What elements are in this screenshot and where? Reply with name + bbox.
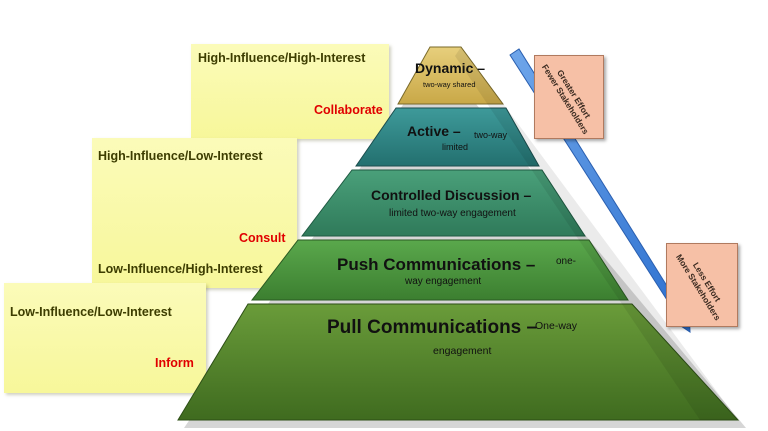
group-label-low-high: Low-Influence/High-Interest (98, 262, 263, 276)
tier-controlled (300, 169, 586, 237)
tier-title-pull: Pull Communications – (327, 317, 538, 338)
note-less-effort-text: Less Effort More Stakeholders (674, 248, 731, 323)
tier-push (250, 239, 629, 301)
sticky-high-high (191, 44, 389, 139)
group-label-low-low: Low-Influence/Low-Interest (10, 305, 172, 319)
action-label-collaborate: Collaborate (314, 103, 383, 117)
tier-desc-pull-a: One-way (535, 320, 578, 332)
tier-title-active: Active – (407, 123, 461, 139)
tier-desc-dynamic: two-way shared (423, 80, 476, 89)
action-label-consult: Consult (239, 231, 286, 245)
action-label-inform: Inform (155, 356, 194, 370)
note-greater-effort-text: Greater Effort Fewer Stakeholders (539, 58, 598, 136)
tier-title-controlled: Controlled Discussion – (371, 187, 532, 203)
tier-dynamic (397, 46, 504, 105)
tier-desc-controlled: limited two-way engagement (389, 208, 516, 219)
tier-desc-push-b: way engagement (405, 276, 482, 287)
tier-active (355, 107, 540, 167)
note-greater-effort: Greater Effort Fewer Stakeholders (534, 55, 604, 139)
group-label-high-low: High-Influence/Low-Interest (98, 149, 263, 163)
sticky-low-low (4, 283, 206, 393)
tier-desc-active-b: limited (442, 142, 469, 152)
sticky-high-low (92, 138, 297, 288)
note-less-effort: Less Effort More Stakeholders (666, 243, 738, 327)
tier-desc-pull-b: engagement (433, 345, 492, 357)
tier-desc-active-a: two-way (474, 130, 508, 140)
tier-title-push: Push Communications – (337, 255, 536, 274)
tier-desc-push-a: one- (556, 256, 577, 267)
tier-pull (177, 303, 740, 421)
tier-title-dynamic: Dynamic – (415, 60, 486, 76)
group-label-high-high: High-Influence/High-Interest (198, 51, 366, 65)
